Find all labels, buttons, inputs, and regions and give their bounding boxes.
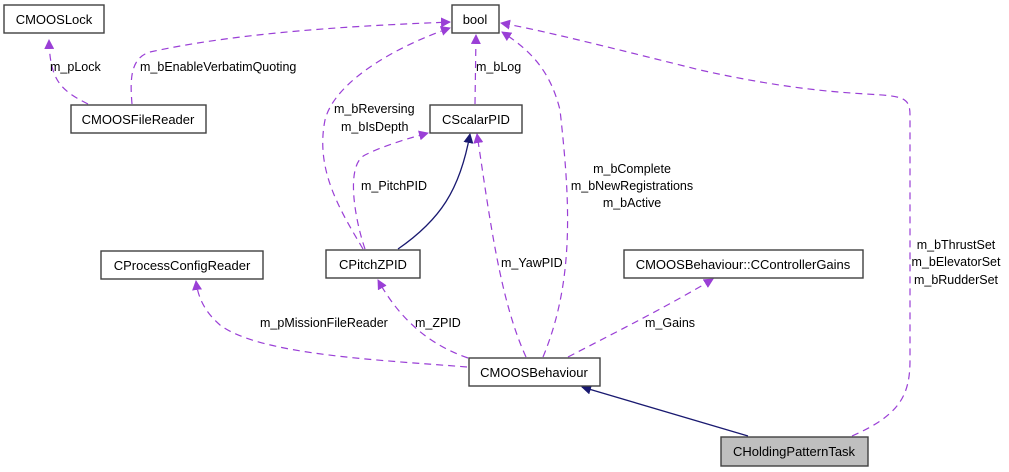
label-zpid: m_ZPID <box>415 316 461 330</box>
node-cpitchzpid[interactable]: CPitchZPID <box>325 249 421 279</box>
label-complete: m_bComplete <box>593 162 671 176</box>
svg-text:CScalarPID: CScalarPID <box>442 112 510 127</box>
svg-text:CMOOSFileReader: CMOOSFileReader <box>82 112 195 127</box>
node-controllergains[interactable]: CMOOSBehaviour::CControllerGains <box>623 249 864 279</box>
svg-text:CMOOSBehaviour: CMOOSBehaviour <box>480 365 588 380</box>
label-blog: m_bLog <box>476 60 521 74</box>
label-elevatorset: m_bElevatorSet <box>912 255 1001 269</box>
edge-yawpid <box>473 133 527 358</box>
label-thrustset: m_bThrustSet <box>917 238 996 252</box>
svg-text:bool: bool <box>463 12 488 27</box>
node-cscalarpid[interactable]: CScalarPID <box>429 104 523 134</box>
edge-gains <box>567 278 714 358</box>
label-missionfile: m_pMissionFileReader <box>260 316 388 330</box>
svg-text:CMOOSLock: CMOOSLock <box>16 12 93 27</box>
edge-zpid <box>377 279 469 359</box>
edge-thrust <box>500 19 911 437</box>
svg-text:CHoldingPatternTask: CHoldingPatternTask <box>733 444 856 459</box>
edge-pitchzpid-scalarpid <box>397 133 474 250</box>
edge-complete <box>501 31 569 358</box>
node-cmooslock[interactable]: CMOOSLock <box>3 4 105 34</box>
label-newregistrations: m_bNewRegistrations <box>571 179 693 193</box>
node-bool[interactable]: bool <box>451 4 500 34</box>
label-verbatim: m_bEnableVerbatimQuoting <box>140 60 296 74</box>
edge-verbatim <box>130 17 451 105</box>
node-cmoosbehaviour[interactable]: CMOOSBehaviour <box>468 357 601 387</box>
svg-text:CProcessConfigReader: CProcessConfigReader <box>114 258 251 273</box>
node-cmoosfilereader[interactable]: CMOOSFileReader <box>70 104 207 134</box>
label-reversing: m_bReversing <box>334 102 415 116</box>
edge-reversing <box>322 26 451 250</box>
edge-missionfile <box>192 280 468 368</box>
edge-plock <box>44 39 89 105</box>
label-active: m_bActive <box>603 196 661 210</box>
node-cprocessconfigreader[interactable]: CProcessConfigReader <box>100 250 264 280</box>
label-gains: m_Gains <box>645 316 695 330</box>
label-plock: m_pLock <box>50 60 101 74</box>
label-rudderset: m_bRudderSet <box>914 273 999 287</box>
label-isdepth: m_bIsDepth <box>341 120 408 134</box>
edges <box>44 17 911 437</box>
svg-text:CPitchZPID: CPitchZPID <box>339 257 407 272</box>
label-yawpid: m_YawPID <box>501 256 563 270</box>
svg-text:CMOOSBehaviour::CControllerGai: CMOOSBehaviour::CControllerGains <box>636 257 851 272</box>
edge-pitchpid <box>352 130 429 250</box>
node-choldingpatterntask[interactable]: CHoldingPatternTask <box>720 436 869 467</box>
edge-labels: m_pLock m_bEnableVerbatimQuoting m_bLog … <box>50 60 1001 330</box>
edge-holding-behaviour <box>581 384 749 437</box>
label-pitchpid: m_PitchPID <box>361 179 427 193</box>
